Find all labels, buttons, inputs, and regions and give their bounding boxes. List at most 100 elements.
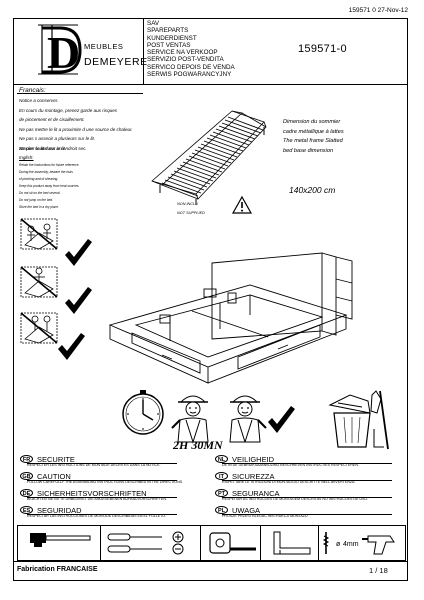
language-badge: NL — [215, 455, 228, 463]
underline-rule — [222, 514, 392, 515]
svg-text:ø: ø — [336, 541, 341, 548]
underline-rule — [27, 480, 177, 481]
warning-nl: NL VEILIGHEID DE IN DE GEBRUIKSAANWIJZIN… — [215, 455, 405, 471]
warning-subtitle: BEACHTEN SIE BITTE UNBEDINGT DIE ANGEGEB… — [27, 497, 167, 501]
service-line: KUNDERDIENST — [147, 34, 197, 42]
hammer-icon — [30, 533, 91, 547]
drill-bit-size: 4mm — [343, 541, 359, 548]
page-frame — [13, 18, 408, 581]
product-reference: 159571-0 — [298, 43, 347, 55]
service-line: SERWIS POGWARANCYJNY — [147, 71, 232, 79]
tools-panel — [17, 525, 406, 561]
language-badge: ES — [20, 506, 33, 514]
language-badge: FR — [20, 455, 33, 463]
warning-subtitle: PROSZE PRZESTRZEGAC INSTRUKCJI MONTAZU — [222, 514, 308, 518]
english-advice: Retain the instructions for future refer… — [19, 162, 109, 211]
header-divider — [13, 84, 408, 85]
header-left-rule — [17, 93, 143, 94]
advice-line: Ne pas mettre le lit a proximite d une s… — [19, 126, 133, 132]
warning-title: UWAGA — [232, 506, 261, 515]
warning-pl: PL UWAGA PROSZE PRZESTRZEGAC INSTRUKCJI … — [215, 506, 405, 522]
warning-fr: FR SECURITE RESPECTER LES INSTRUCTIONS D… — [20, 455, 210, 471]
underline-rule — [27, 463, 177, 464]
english-heading: Inglish: — [19, 155, 34, 160]
slatted-frame-illustration — [151, 110, 267, 205]
header-column-divider — [143, 18, 144, 84]
service-line: SERVICO DEPOIS DE VENDA — [147, 63, 235, 71]
not-included-en: NOT SUPPLIED — [177, 211, 205, 215]
warning-pt: PT SEGURANCA RESPEITAR AS INSTRUCOES DE … — [215, 489, 405, 505]
language-badge: PL — [215, 506, 228, 514]
language-badge: IT — [215, 472, 228, 480]
page-number: 1 / 18 — [369, 566, 388, 575]
frame-info-line: bed base dimension — [283, 147, 334, 154]
advice-line: Ne pas s asseoir a plusieurs sur le lit. — [19, 136, 96, 142]
french-heading: Francais: — [19, 87, 46, 94]
warning-subtitle: RESPEITAR AS INSTRUCOES DE MONTAGEM DESC… — [222, 497, 369, 501]
bed-illustration — [108, 252, 353, 384]
screwdrivers-icon — [107, 531, 184, 555]
advice-line: Ne pas sauter sur le lit. — [19, 145, 66, 151]
brand-logo: D — [38, 24, 82, 78]
warning-title: CAUTION — [37, 472, 71, 481]
tools-divider — [100, 525, 101, 561]
footer-divider — [13, 561, 408, 562]
language-badge: GB — [20, 472, 33, 480]
warning-es: ES SEGURIDAD RESPECTAR LAS INSTRUCCIONES… — [20, 506, 210, 522]
square-ruler-icon — [273, 531, 311, 555]
underline-rule — [222, 480, 392, 481]
french-advice: Notice a conserver. En cours du montage,… — [19, 96, 139, 154]
tools-divider — [260, 525, 261, 561]
advice-line: Notice a conserver. — [19, 98, 59, 103]
safety-pictograms — [20, 218, 92, 344]
warning-title: SECURITE — [37, 455, 75, 464]
brand-name-line1: MEUBLES — [84, 42, 124, 51]
warning-it: IT SICUREZZA RISPETTARE LE ISTRUZIONI DI… — [215, 472, 405, 488]
underline-rule — [222, 463, 392, 464]
waste-bin-icon — [328, 390, 389, 450]
service-line: SERVIZIO POST-VENDITA — [147, 56, 224, 64]
advice-line: Do not sit on the bed several. — [19, 191, 61, 195]
advice-line: Keep this product away from heat sources… — [19, 184, 80, 188]
service-list: SAV SPAREPARTS KUNDERDIENST POST VENTAS … — [147, 20, 235, 78]
frame-info-line: cadre métallique à lattes — [283, 128, 344, 135]
warning-subtitle: FOLLOW CAREFULLY THE ASSEMBLING INSTRUCT… — [27, 480, 183, 484]
warning-triangle-icon — [231, 195, 253, 214]
tools-divider — [318, 525, 319, 561]
underline-rule — [27, 514, 177, 515]
warning-title: SEGURANCA — [232, 489, 280, 498]
checkmark-icon — [268, 406, 295, 433]
service-line: POST VENTAS — [147, 41, 191, 49]
warning-subtitle: RESPECTER LES INSTRUCTIONS DE MONTAGE DE… — [27, 463, 161, 467]
advice-line: En cours du montage, prenez garde aux ri… — [19, 107, 118, 113]
document-reference-date: 159571 0 27-Nov-12 — [348, 7, 408, 14]
service-line: SAV — [147, 20, 160, 27]
advice-line: Stocker le lit dans un endroit sec. — [19, 146, 87, 151]
warning-gb: GB CAUTION FOLLOW CAREFULLY THE ASSEMBLI… — [20, 472, 210, 488]
tape-measure-icon — [209, 532, 256, 554]
brand-name-line2: DEMEYERE — [84, 56, 148, 68]
assembly-duration: 2H 30MN — [173, 438, 223, 452]
warning-subtitle: RISPETTARE LE ISTRUZIONI DI MONTAGGIO DE… — [222, 480, 356, 484]
advice-line: During the assembly, beware the risks — [19, 170, 73, 174]
checkmark-icon — [58, 333, 85, 360]
service-line: SPAREPARTS — [147, 27, 189, 35]
logo-letter: D — [47, 27, 80, 78]
warning-title: VEILIGHEID — [232, 455, 275, 464]
drill-icon: ø 4mm — [322, 532, 395, 555]
not-included-fr: NON INCLU — [177, 202, 198, 206]
underline-rule — [222, 497, 392, 498]
clock-icon — [122, 390, 164, 435]
advice-line: of pinching and of shearing. — [19, 177, 59, 181]
advice-line: Store the bed in a dry place. — [19, 205, 59, 209]
warning-subtitle: RESPECTAR LAS INSTRUCCIONES DE MONTAJE D… — [27, 514, 167, 518]
frame-info-line: The metal frame Slatted — [283, 138, 343, 144]
warning-title: SEGURIDAD — [37, 506, 82, 515]
not-included-note: NON INCLU NOT SUPPLIED — [177, 200, 205, 218]
warning-title: SICHERHEITSVORSCHRIFTEN — [37, 489, 147, 498]
worker-icon — [171, 395, 209, 443]
underline-rule — [27, 497, 177, 498]
language-badge: DE — [20, 489, 33, 497]
warning-de: DE SICHERHEITSVORSCHRIFTEN BEACHTEN SIE … — [20, 489, 210, 505]
tools-divider — [200, 525, 201, 561]
